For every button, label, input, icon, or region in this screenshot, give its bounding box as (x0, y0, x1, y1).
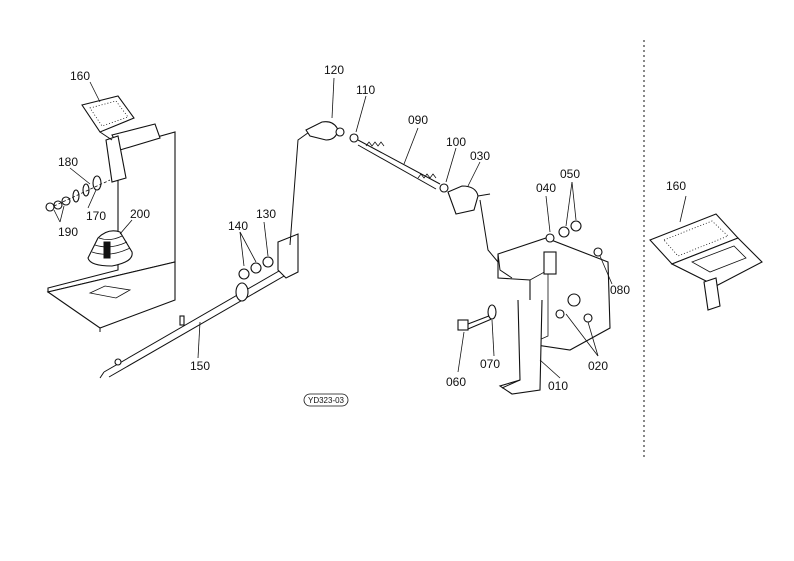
bracket-assembly (497, 237, 611, 395)
part-label-130: 130 (256, 207, 276, 221)
part-label-180: 180 (58, 155, 78, 169)
part-label-050: 050 (560, 167, 580, 181)
part-label-150: 150 (190, 359, 210, 373)
part-label-060: 060 (446, 375, 466, 389)
part-label-200: 200 (130, 207, 150, 221)
part-label-120: 120 (324, 63, 344, 77)
part-label-040: 040 (536, 181, 556, 195)
pedal-160-left (81, 95, 161, 183)
part-label-100: 100 (446, 135, 466, 149)
part-label-010: 010 (548, 379, 568, 393)
bolt-060-washer-070 (457, 304, 497, 331)
part-label-080: 080 (610, 283, 630, 297)
part-label-190: 190 (58, 225, 78, 239)
diagram-code: YD323-03 (308, 396, 345, 405)
part-label-140: 140 (228, 219, 248, 233)
pedal-160-right (649, 213, 763, 311)
part-label-030: 030 (470, 149, 490, 163)
part-label-090: 090 (408, 113, 428, 127)
shaft-150 (99, 233, 299, 379)
nuts-040-050-080 (545, 220, 603, 257)
nuts-140-130 (238, 256, 274, 280)
part-label-170: 170 (86, 209, 106, 223)
leader-lines (53, 77, 687, 379)
guide-lines (289, 129, 499, 263)
part-label-160-right: 160 (666, 179, 686, 193)
part-label-070: 070 (480, 357, 500, 371)
part-labels: 160 180 170 190 200 140 130 150 120 110 … (58, 63, 686, 393)
washers-180-170-190 (45, 175, 111, 212)
part-label-020: 020 (588, 359, 608, 373)
part-label-110: 110 (356, 83, 375, 97)
part-label-160-left: 160 (70, 69, 90, 83)
boot-200 (87, 230, 133, 267)
diagram-code-badge: YD323-03 (303, 393, 349, 407)
rod-assembly (305, 121, 491, 215)
